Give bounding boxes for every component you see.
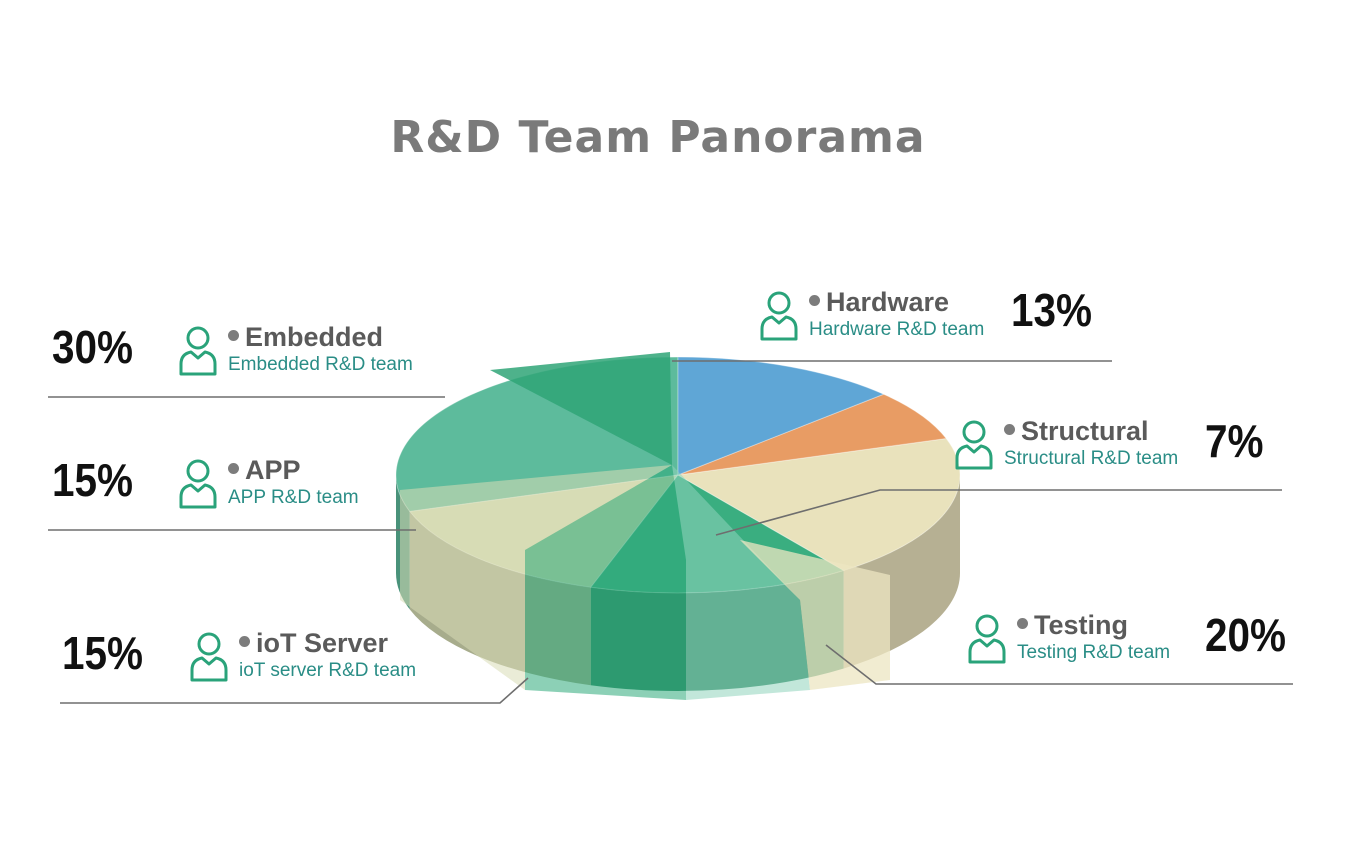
pie-slice-structural	[677, 393, 948, 476]
pie-overlay-embedded-lift	[490, 352, 672, 465]
slice-desc-hardware: Hardware R&D team	[809, 319, 985, 340]
slice-name-structural: Structural	[1004, 416, 1149, 447]
bullet-dot	[809, 295, 820, 307]
percent-hardware: 13%	[1011, 284, 1093, 336]
percent-embedded: 30%	[52, 321, 134, 373]
slice-desc-iot-server: ioT server R&D team	[239, 660, 417, 681]
leader-line-structural	[715, 489, 1282, 536]
leader-line-iot-server	[60, 677, 529, 704]
slice-desc-structural: Structural R&D team	[1004, 448, 1179, 469]
chart-title: R&D Team Panorama	[390, 112, 926, 163]
slice-name-app: APP	[228, 455, 301, 486]
leader-line-testing	[825, 644, 1293, 685]
bullet-dot	[1004, 424, 1015, 436]
bullet-dot	[239, 636, 250, 648]
person-icon	[190, 632, 228, 682]
bullet-dot	[1017, 618, 1028, 630]
pie-overlay-testing-front	[740, 540, 890, 690]
pie-overlay-iot-lift	[525, 465, 686, 700]
slice-desc-app: APP R&D team	[228, 487, 359, 508]
slice-name-testing: Testing	[1017, 610, 1128, 641]
percent-testing: 20%	[1205, 609, 1287, 661]
percent-app: 15%	[52, 454, 134, 506]
bullet-dot	[228, 463, 239, 475]
percent-iot-server: 15%	[62, 627, 144, 679]
percent-structural: 7%	[1205, 415, 1264, 467]
leader-lines	[48, 360, 1293, 704]
person-icon	[179, 326, 217, 376]
person-icon	[760, 291, 798, 341]
slice-desc-testing: Testing R&D team	[1017, 642, 1171, 663]
slice-desc-embedded: Embedded R&D team	[228, 354, 413, 375]
pie-overlay-app-lift	[400, 465, 672, 690]
slice-name-embedded: Embedded	[228, 322, 383, 353]
person-icon	[179, 459, 217, 509]
person-icon	[968, 614, 1006, 664]
pie-overlay-testing-lift	[672, 465, 810, 700]
slice-name-iot-server: ioT Server	[239, 628, 388, 659]
person-icon	[955, 420, 993, 470]
slice-name-hardware: Hardware	[809, 287, 949, 318]
pie-overlay	[400, 352, 890, 700]
pie-slice-hardware	[677, 356, 885, 476]
bullet-dot	[228, 330, 239, 342]
